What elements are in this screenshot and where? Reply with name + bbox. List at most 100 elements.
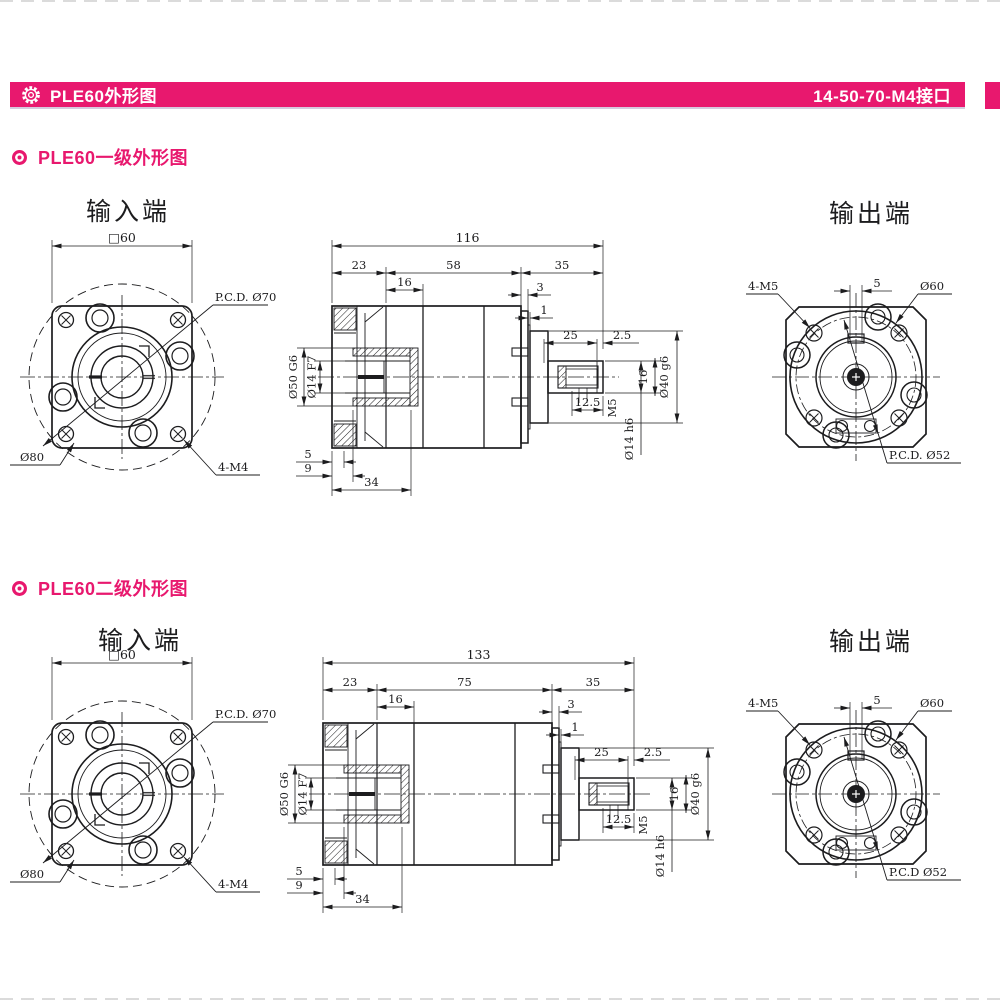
drawing-circle <box>77 332 167 422</box>
dim-label: 34 <box>364 475 379 489</box>
section-bullet-icon <box>12 149 27 165</box>
arrowhead <box>404 704 414 710</box>
dim-label: 9 <box>295 878 302 892</box>
arrowhead <box>674 413 680 423</box>
mounting-hole <box>783 758 811 786</box>
drawing-circle <box>906 804 922 820</box>
clamp-slit <box>89 792 102 796</box>
arrowhead <box>392 904 402 910</box>
pilot-depth-dim: 16 <box>397 275 412 289</box>
arrowhead <box>52 243 62 249</box>
arrowhead <box>530 315 540 321</box>
tapped-hole <box>890 324 908 342</box>
header-edge-tab <box>985 82 1000 109</box>
clamp-slit <box>89 375 102 379</box>
corner-screw-hole <box>169 425 187 443</box>
mount-circle-label: Ø80 <box>20 867 44 881</box>
arrowhead <box>376 270 386 276</box>
drawing-line <box>364 431 384 448</box>
arrowhead <box>317 383 323 393</box>
arrowhead <box>313 876 323 882</box>
pilot-dia-dim: Ø40 g6 <box>688 773 702 815</box>
arrowhead <box>332 487 342 493</box>
arrowhead <box>401 487 411 493</box>
input-sleeve-hatch <box>352 347 411 357</box>
section1-title: PLE60一级外形图 <box>12 144 188 170</box>
pcd-leader <box>42 721 214 864</box>
drawing-circle <box>77 749 167 839</box>
tapped-hole <box>805 741 823 759</box>
square-size-dim: □60 <box>108 230 136 245</box>
arrowhead <box>511 270 521 276</box>
drawing-line <box>355 848 375 865</box>
section2-output-end-label: 输出端 <box>829 629 914 656</box>
arrowhead <box>386 270 396 276</box>
pcd-label: P.C.D. Ø70 <box>215 707 276 721</box>
tapped-hole <box>805 826 823 844</box>
mounting-hole <box>128 418 158 448</box>
arrowhead <box>624 687 634 693</box>
drawing-circle <box>819 340 893 414</box>
arrowhead <box>896 313 904 323</box>
pcd-label: P.C.D. Ø70 <box>215 290 276 304</box>
drawing-circle <box>815 753 897 835</box>
drawing-circle <box>134 424 152 442</box>
arrowhead <box>872 841 878 851</box>
drawing-circle <box>171 764 189 782</box>
key-length-dim: 12.5 <box>606 812 632 826</box>
tapped-hole <box>890 826 908 844</box>
header-interface-code: 14-50-70-M4接口 <box>813 87 951 106</box>
mounting-hole <box>128 835 158 865</box>
arrowhead <box>542 687 552 693</box>
screws-label: 4-M5 <box>748 279 778 293</box>
key-width-dim: 5 <box>873 693 880 707</box>
arrowhead <box>587 340 597 346</box>
drawing-circle <box>134 841 152 859</box>
arrowhead <box>332 270 342 276</box>
drawing-circle <box>91 726 109 744</box>
arrowhead <box>313 890 323 896</box>
corner-screw-hole <box>57 311 75 329</box>
arrowhead <box>593 407 603 413</box>
arrowhead <box>683 775 689 785</box>
arrowhead <box>840 705 850 711</box>
section1-input-end-label: 输入端 <box>86 199 171 226</box>
drawing-line <box>61 315 71 325</box>
arrowhead <box>66 443 74 453</box>
arrowhead <box>66 860 74 870</box>
corner-screw-hole <box>169 728 187 746</box>
arrowhead <box>528 292 538 298</box>
arrowhead <box>322 459 332 465</box>
arrowhead <box>344 459 354 465</box>
drawing-line <box>61 846 71 856</box>
arrowhead <box>377 704 387 710</box>
arrowhead <box>301 348 307 358</box>
corner-screw-hole <box>169 842 187 860</box>
arrowhead <box>292 813 298 823</box>
arrowhead <box>705 748 711 758</box>
tapped-hole <box>805 324 823 342</box>
drawing-circle <box>91 309 109 327</box>
square-size-dim: □60 <box>108 647 136 662</box>
mounting-hole <box>783 341 811 369</box>
scan-edge-bottom <box>0 998 1000 1000</box>
scan-edge-top <box>0 0 1000 2</box>
mounting-hole <box>864 303 892 331</box>
pcd-leader <box>42 304 214 447</box>
drawing-circle <box>171 347 189 365</box>
drawing-circle <box>870 309 886 325</box>
arrowhead <box>317 361 323 371</box>
arrowhead <box>674 331 680 341</box>
section1-output-end-label: 输出端 <box>829 201 914 228</box>
drawing-circle <box>54 805 72 823</box>
drawing-line <box>173 732 183 742</box>
gear-icon <box>20 84 42 106</box>
arrowhead <box>872 424 878 434</box>
dim-label: 34 <box>355 892 370 906</box>
arrowhead <box>896 730 904 740</box>
drawing-circle <box>906 387 922 403</box>
drawing-line <box>894 328 904 338</box>
drawing-line <box>809 745 819 755</box>
